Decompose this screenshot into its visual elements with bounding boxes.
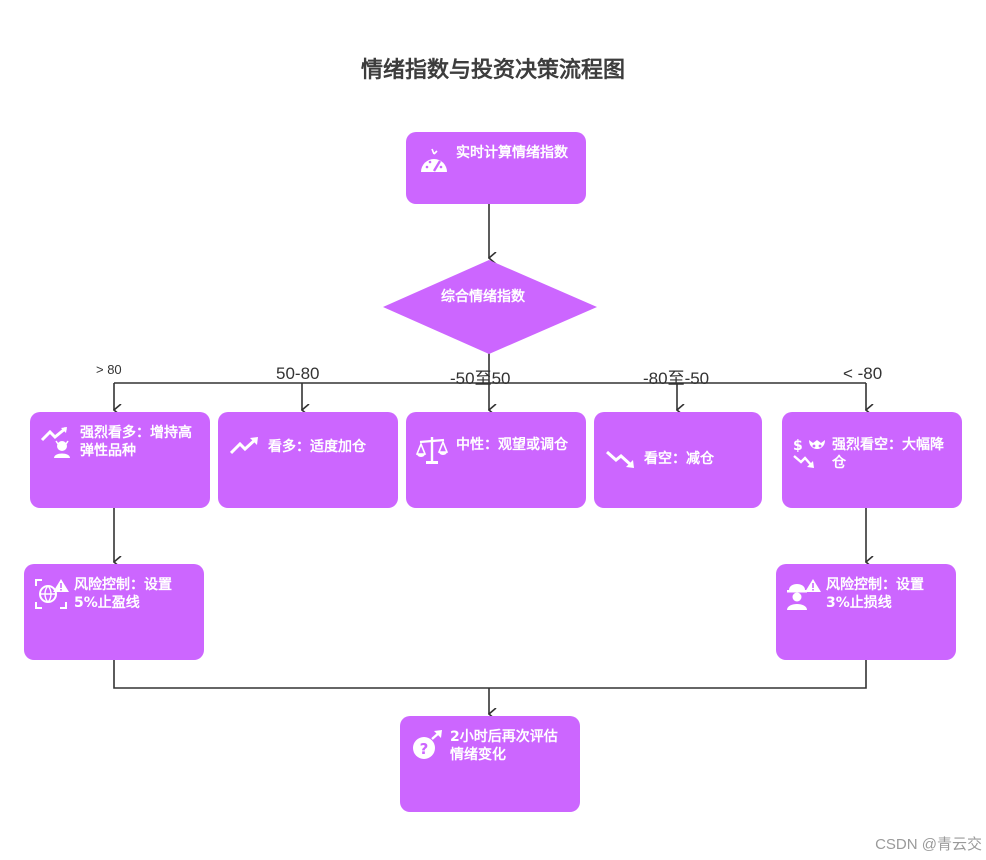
- node-risk-right: 风险控制：设置3%止损线: [776, 564, 956, 660]
- watermark: CSDN @青云交: [875, 836, 982, 853]
- risk-warning-globe-icon: [35, 579, 69, 609]
- node-strong-bull: 强烈看多：增持高弹性品种: [30, 412, 210, 508]
- edge-risk-merge: [113, 660, 867, 689]
- node-risk-left: 风险控制：设置5%止盈线: [24, 564, 204, 660]
- edge-label-neutral-range: -50至50: [450, 369, 511, 388]
- node-reevaluate: ? 2小时后再次评估情绪变化: [400, 716, 580, 812]
- risk-warning-worker-icon: [787, 579, 821, 610]
- svg-text:?: ?: [420, 740, 429, 758]
- decision-label: 综合情绪指数: [441, 289, 525, 305]
- edge-label-50-80: 50-80: [276, 364, 320, 383]
- node-bull: 看多：适度加仓: [218, 412, 398, 508]
- node-bull-label: 看多：适度加仓: [268, 439, 366, 455]
- trending-up-icon: [230, 437, 258, 455]
- node-neutral: 中性：观望或调仓: [406, 412, 586, 508]
- node-strong-bear: $ 强烈看空：大幅降仓: [782, 412, 962, 508]
- node-reevaluate-label: 2小时后再次评估情绪变化: [450, 729, 558, 763]
- node-bear-label: 看空：减仓: [644, 451, 714, 467]
- edge-label-neg80-50: -80至-50: [643, 369, 710, 388]
- node-strong-bear-label: 强烈看空：大幅降仓: [832, 437, 944, 471]
- gauge-icon: [421, 148, 447, 172]
- node-bear: 看空：减仓: [594, 412, 762, 508]
- rising-chart-person-icon: [40, 426, 70, 458]
- trending-down-icon: [606, 450, 634, 468]
- node-strong-bull-label: 强烈看多：增持高弹性品种: [80, 425, 192, 459]
- page-title: 情绪指数与投资决策流程图: [360, 58, 625, 83]
- svg-text:$: $: [793, 438, 803, 454]
- node-neutral-label: 中性：观望或调仓: [456, 437, 568, 453]
- node-start: 实时计算情绪指数: [406, 132, 586, 204]
- node-start-label: 实时计算情绪指数: [456, 145, 568, 161]
- node-risk-left-label: 风险控制：设置5%止盈线: [74, 577, 172, 611]
- edge-label-lt-neg80: < -80: [843, 364, 883, 383]
- falling-money-mask-icon: $: [793, 438, 825, 468]
- node-risk-right-label: 风险控制：设置3%止损线: [826, 577, 924, 611]
- edge-label-gt80: > 80: [96, 362, 122, 377]
- decision-diamond: [383, 260, 597, 354]
- question-arrow-icon: ?: [413, 730, 442, 759]
- balance-scale-icon: [416, 437, 448, 464]
